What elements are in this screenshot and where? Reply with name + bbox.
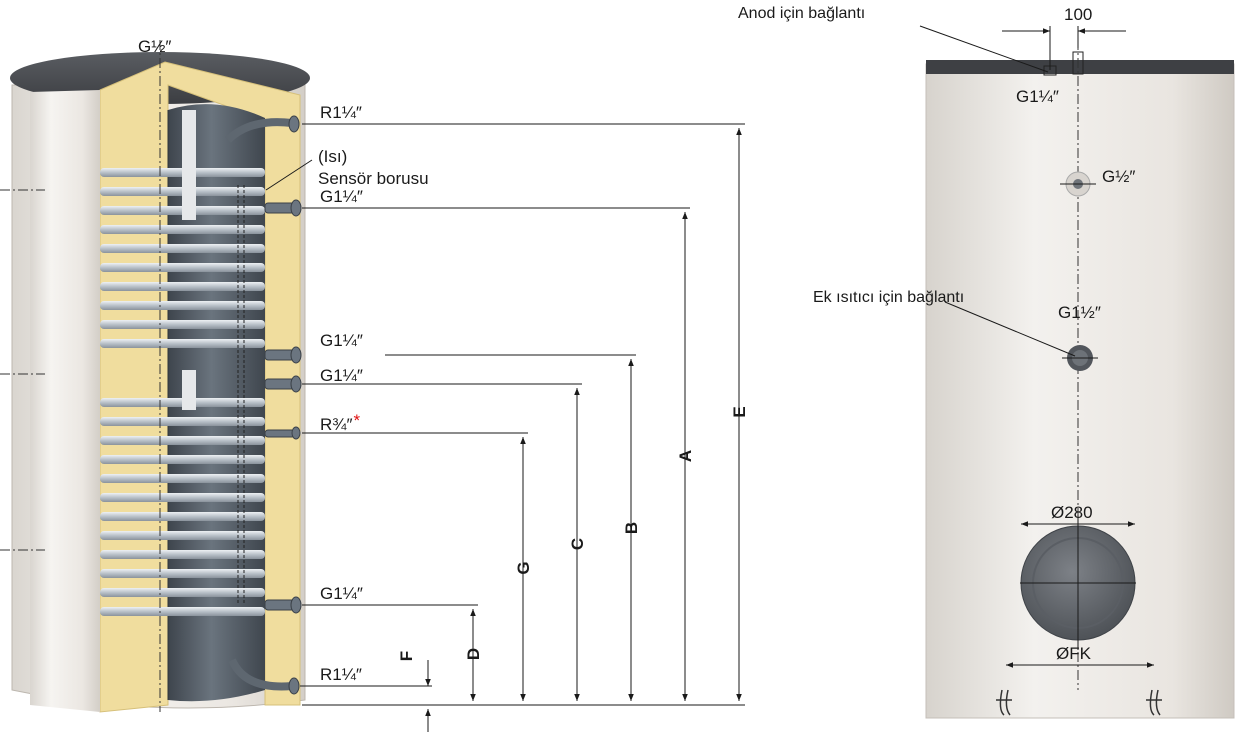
flange-diameter-label: Ø280 xyxy=(1051,503,1093,522)
fitting-label-circulation: R¾″* xyxy=(320,411,360,434)
fitting-label-mid-a: G1¼″ xyxy=(320,331,363,350)
heater-connection-label: Ek ısıtıcı için bağlantı xyxy=(813,289,964,306)
heater-fitting xyxy=(1062,345,1098,371)
side-view-cap xyxy=(926,60,1234,74)
top-width-dimension xyxy=(1002,26,1126,70)
fitting-label-lower-coil: G1¼″ xyxy=(320,584,363,603)
cutaway-tank xyxy=(0,40,310,713)
dim-A: A xyxy=(676,450,695,462)
anode-connection-label: Anod için bağlantı xyxy=(738,5,865,22)
top-fitting-label: G½″ xyxy=(138,37,171,56)
fitting-label-top-outlet: R1¼″ xyxy=(320,103,362,122)
fitting-label-mid-b: G1¼″ xyxy=(320,366,363,385)
heater-fitting-label: G1½″ xyxy=(1058,303,1101,322)
sensor-label-line1: (Isı) xyxy=(318,147,347,166)
dim-B: B xyxy=(622,522,641,534)
fitting-label-upper-coil: G1¼″ xyxy=(320,187,363,206)
dim-C: C xyxy=(568,538,587,550)
top-width-value: 100 xyxy=(1064,5,1092,24)
dimension-lines xyxy=(425,128,742,732)
dim-G: G xyxy=(514,561,533,574)
inspection-flange xyxy=(1020,515,1136,650)
sensor-fitting xyxy=(1060,171,1096,197)
side-view-tank xyxy=(919,25,1235,719)
dim-E: E xyxy=(730,406,749,417)
dim-D: D xyxy=(464,648,483,660)
sensor-label-line2: Sensör borusu xyxy=(318,169,429,188)
side-ticks xyxy=(0,40,161,712)
extension-lines xyxy=(265,123,745,706)
connection-stubs xyxy=(225,115,302,695)
top-fitting-label-right: G1¼″ xyxy=(1016,87,1059,106)
feet xyxy=(996,662,1162,716)
dim-F: F xyxy=(397,651,416,661)
sensor-fitting-label-right: G½″ xyxy=(1102,167,1135,186)
fitting-label-bottom-inlet: R1¼″ xyxy=(320,665,362,684)
anode-rod xyxy=(182,110,196,220)
foot-circle-label: ØFK xyxy=(1056,644,1092,663)
